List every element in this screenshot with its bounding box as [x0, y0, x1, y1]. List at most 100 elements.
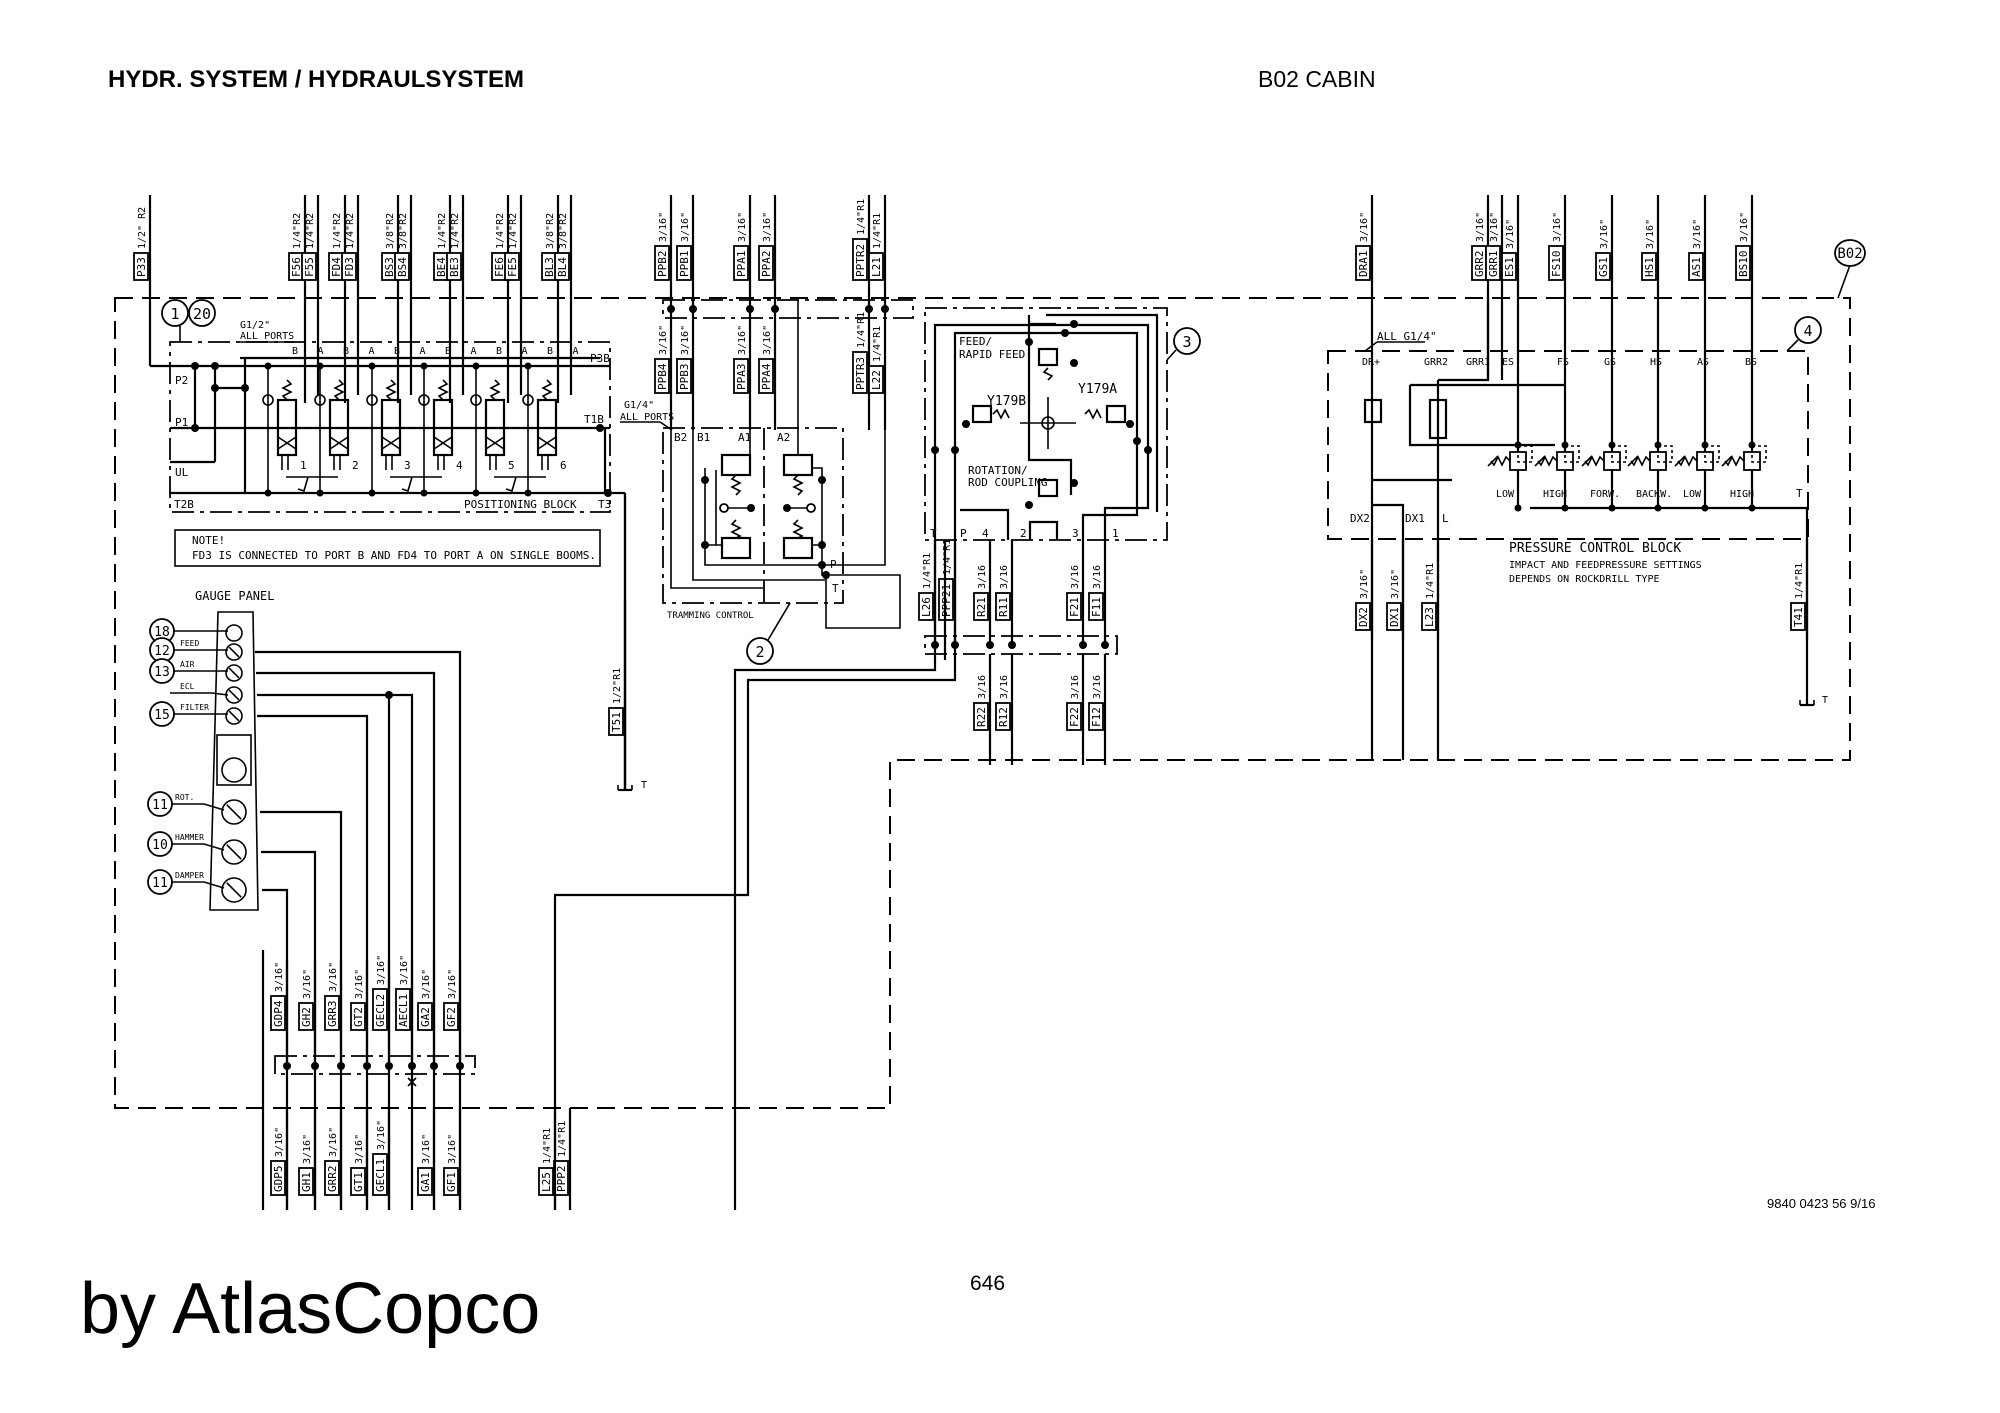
hose-id-box — [298, 1167, 314, 1196]
hose-size: 1/2"R1 — [612, 668, 623, 704]
gauge-hoses-lower: GDP53/16"GH13/16"GRR23/16"GT13/16"GECL13… — [270, 1108, 572, 1210]
ports-note-2: ALL PORTS — [240, 331, 294, 342]
port-b2: B2 — [674, 431, 687, 444]
hose-id-box — [324, 1160, 340, 1196]
hose-size: 3/16" — [737, 212, 748, 242]
hose-size: 3/16" — [447, 1134, 458, 1164]
pressure-port: GRR2 — [1424, 357, 1448, 368]
label-feed: FEED/ — [959, 335, 992, 348]
hose-ppa1: PPA1 3/16" — [733, 195, 754, 320]
relief-valve-label: HIGH — [1543, 489, 1567, 500]
relief-valve-label: FORW. — [1590, 489, 1620, 500]
hose-id: GH2 — [300, 1007, 313, 1027]
hose-grr2: GRR2 3/16" — [324, 1108, 343, 1210]
hose-id: GF2 — [445, 1007, 458, 1027]
cabin-boundary — [114, 297, 1851, 1109]
hose-id: GA1 — [419, 1172, 432, 1192]
label-rod-coupling: ROD COUPLING — [968, 476, 1047, 489]
hose-size: 1/4"R1 — [942, 539, 953, 575]
hose-id: PPB1 — [678, 251, 691, 278]
ports-note: G1/2" — [240, 320, 270, 331]
hose-id-box — [676, 358, 692, 394]
hose-id: GECL1 — [374, 1159, 387, 1192]
hose-id-box — [301, 252, 317, 281]
pressure-port: BS — [1745, 357, 1757, 368]
hose-size: 3/16" — [274, 1127, 285, 1157]
hose-id-box — [1355, 245, 1371, 281]
port-l: L — [1442, 512, 1449, 525]
hose-id: F56 — [290, 257, 303, 277]
hose-size: 3/16" — [328, 1127, 339, 1157]
relief-valve: HIGH — [1534, 441, 1580, 512]
hose-size: 1/4"R2 — [495, 213, 506, 249]
gauge: ECL — [170, 682, 243, 704]
hose-id: PPTR3 — [854, 357, 867, 390]
gauge-label: ECL — [180, 682, 195, 691]
port-t2b: T2B — [174, 498, 194, 511]
hose-id: F11 — [1090, 597, 1103, 617]
pressure-port: AS — [1697, 357, 1709, 368]
callout-1: 1 — [170, 305, 179, 323]
hose-size: 1/4"R2 — [450, 213, 461, 249]
hose-size: 1/4"R1 — [542, 1128, 553, 1164]
port-letter: A — [522, 346, 528, 357]
hose-size: 1/4"R1 — [1794, 563, 1805, 599]
port-letter: A — [369, 346, 375, 357]
hose-size: 1/4"R1 — [1425, 563, 1436, 599]
port-4: 4 — [982, 527, 989, 540]
hose-id: T41 — [1792, 607, 1805, 627]
pressure-port: ES — [1502, 357, 1514, 368]
hose-id-box — [1735, 245, 1751, 281]
hose-size: 3/16" — [328, 962, 339, 992]
hose-id: BE4 — [435, 257, 448, 277]
hose-id-box — [1595, 252, 1611, 281]
hose-id: GT2 — [352, 1007, 365, 1027]
hose-size: 3/16" — [1359, 212, 1370, 242]
hose-size: 1/4"R2 — [508, 213, 519, 249]
hose-id: GRR2 — [326, 1166, 339, 1193]
hose-id: GDP4 — [272, 1000, 285, 1027]
hose-id: PPA1 — [735, 251, 748, 278]
hose-id-box — [350, 1167, 366, 1196]
hose-id-box — [1501, 252, 1517, 281]
hose-size: 3/16 — [1092, 675, 1103, 699]
gauge-label: HAMMER — [175, 833, 204, 842]
hose-id-box — [1641, 252, 1657, 281]
hose-id-box — [1688, 252, 1704, 281]
relief-valve-label: BACKW. — [1636, 489, 1672, 500]
hose-id: GRR3 — [326, 1001, 339, 1028]
hose-size: 3/8"R2 — [558, 213, 569, 249]
hose-size: 3/16" — [762, 212, 773, 242]
port-letter: B — [343, 346, 349, 357]
brand-watermark: by AtlasCopco — [80, 1269, 541, 1349]
port-letter: B — [292, 346, 298, 357]
hose-id-box — [1355, 602, 1371, 631]
solenoid-y179b: Y179B — [987, 394, 1026, 409]
relief-valve: HIGH — [1721, 441, 1767, 512]
hose-id-box — [973, 702, 989, 731]
solenoid-y179a: Y179A — [1078, 382, 1117, 397]
hose-id: DX1 — [1388, 607, 1401, 627]
hose-id-box — [868, 252, 884, 281]
hose-size: 3/8"R2 — [398, 213, 409, 249]
hose-id-box — [758, 245, 774, 281]
port-t-joy: T — [930, 527, 937, 540]
hose-id: FS10 — [1550, 251, 1563, 278]
